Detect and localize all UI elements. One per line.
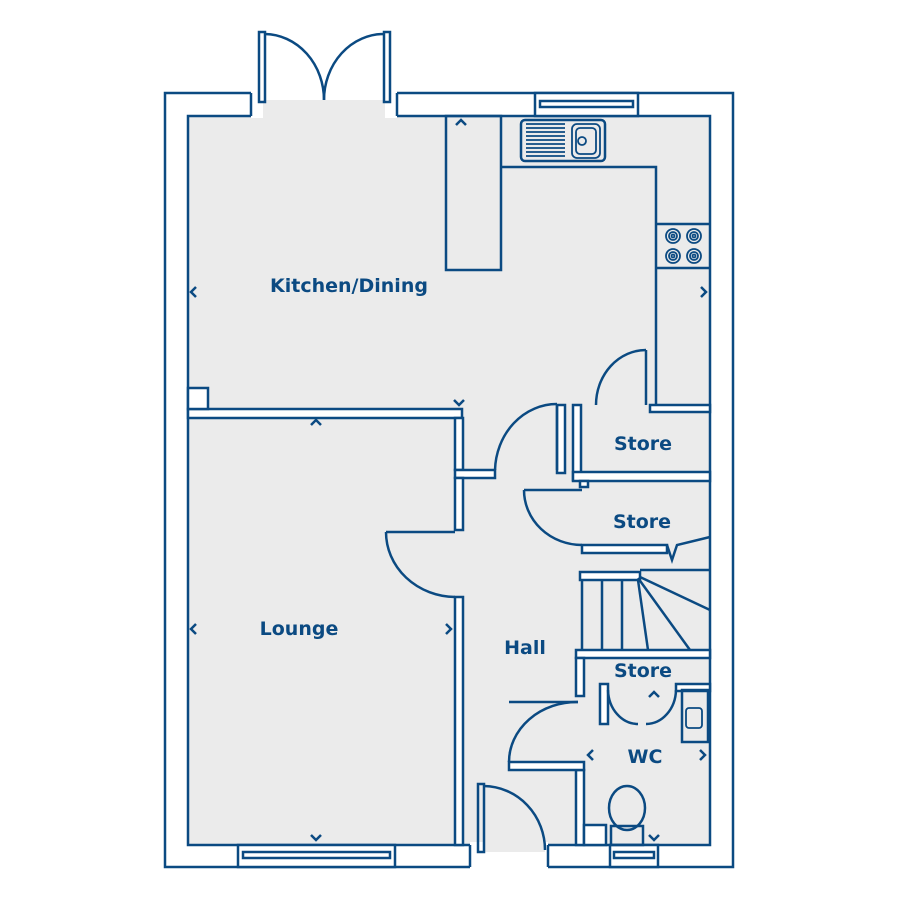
- patio-doors: [249, 30, 399, 118]
- window-lounge: [236, 843, 397, 869]
- front-door: [468, 782, 550, 870]
- room-label-store-3: Store: [614, 660, 672, 682]
- ceiling-markers: [189, 118, 708, 842]
- room-label-lounge: Lounge: [260, 618, 339, 640]
- window-top: [533, 91, 640, 118]
- room-label-store-1: Store: [614, 433, 672, 455]
- window-wc: [608, 843, 660, 869]
- room-label-store-2: Store: [613, 511, 671, 533]
- internal-doors: [384, 348, 678, 763]
- room-label-wc: WC: [628, 746, 663, 768]
- wc-fixtures: [582, 688, 710, 847]
- room-label-hall: Hall: [504, 637, 546, 659]
- kitchen-units: [444, 114, 710, 405]
- interior-walls: [186, 386, 712, 847]
- room-label-kitchen: Kitchen/Dining: [270, 275, 428, 297]
- hob-icon: [665, 228, 702, 264]
